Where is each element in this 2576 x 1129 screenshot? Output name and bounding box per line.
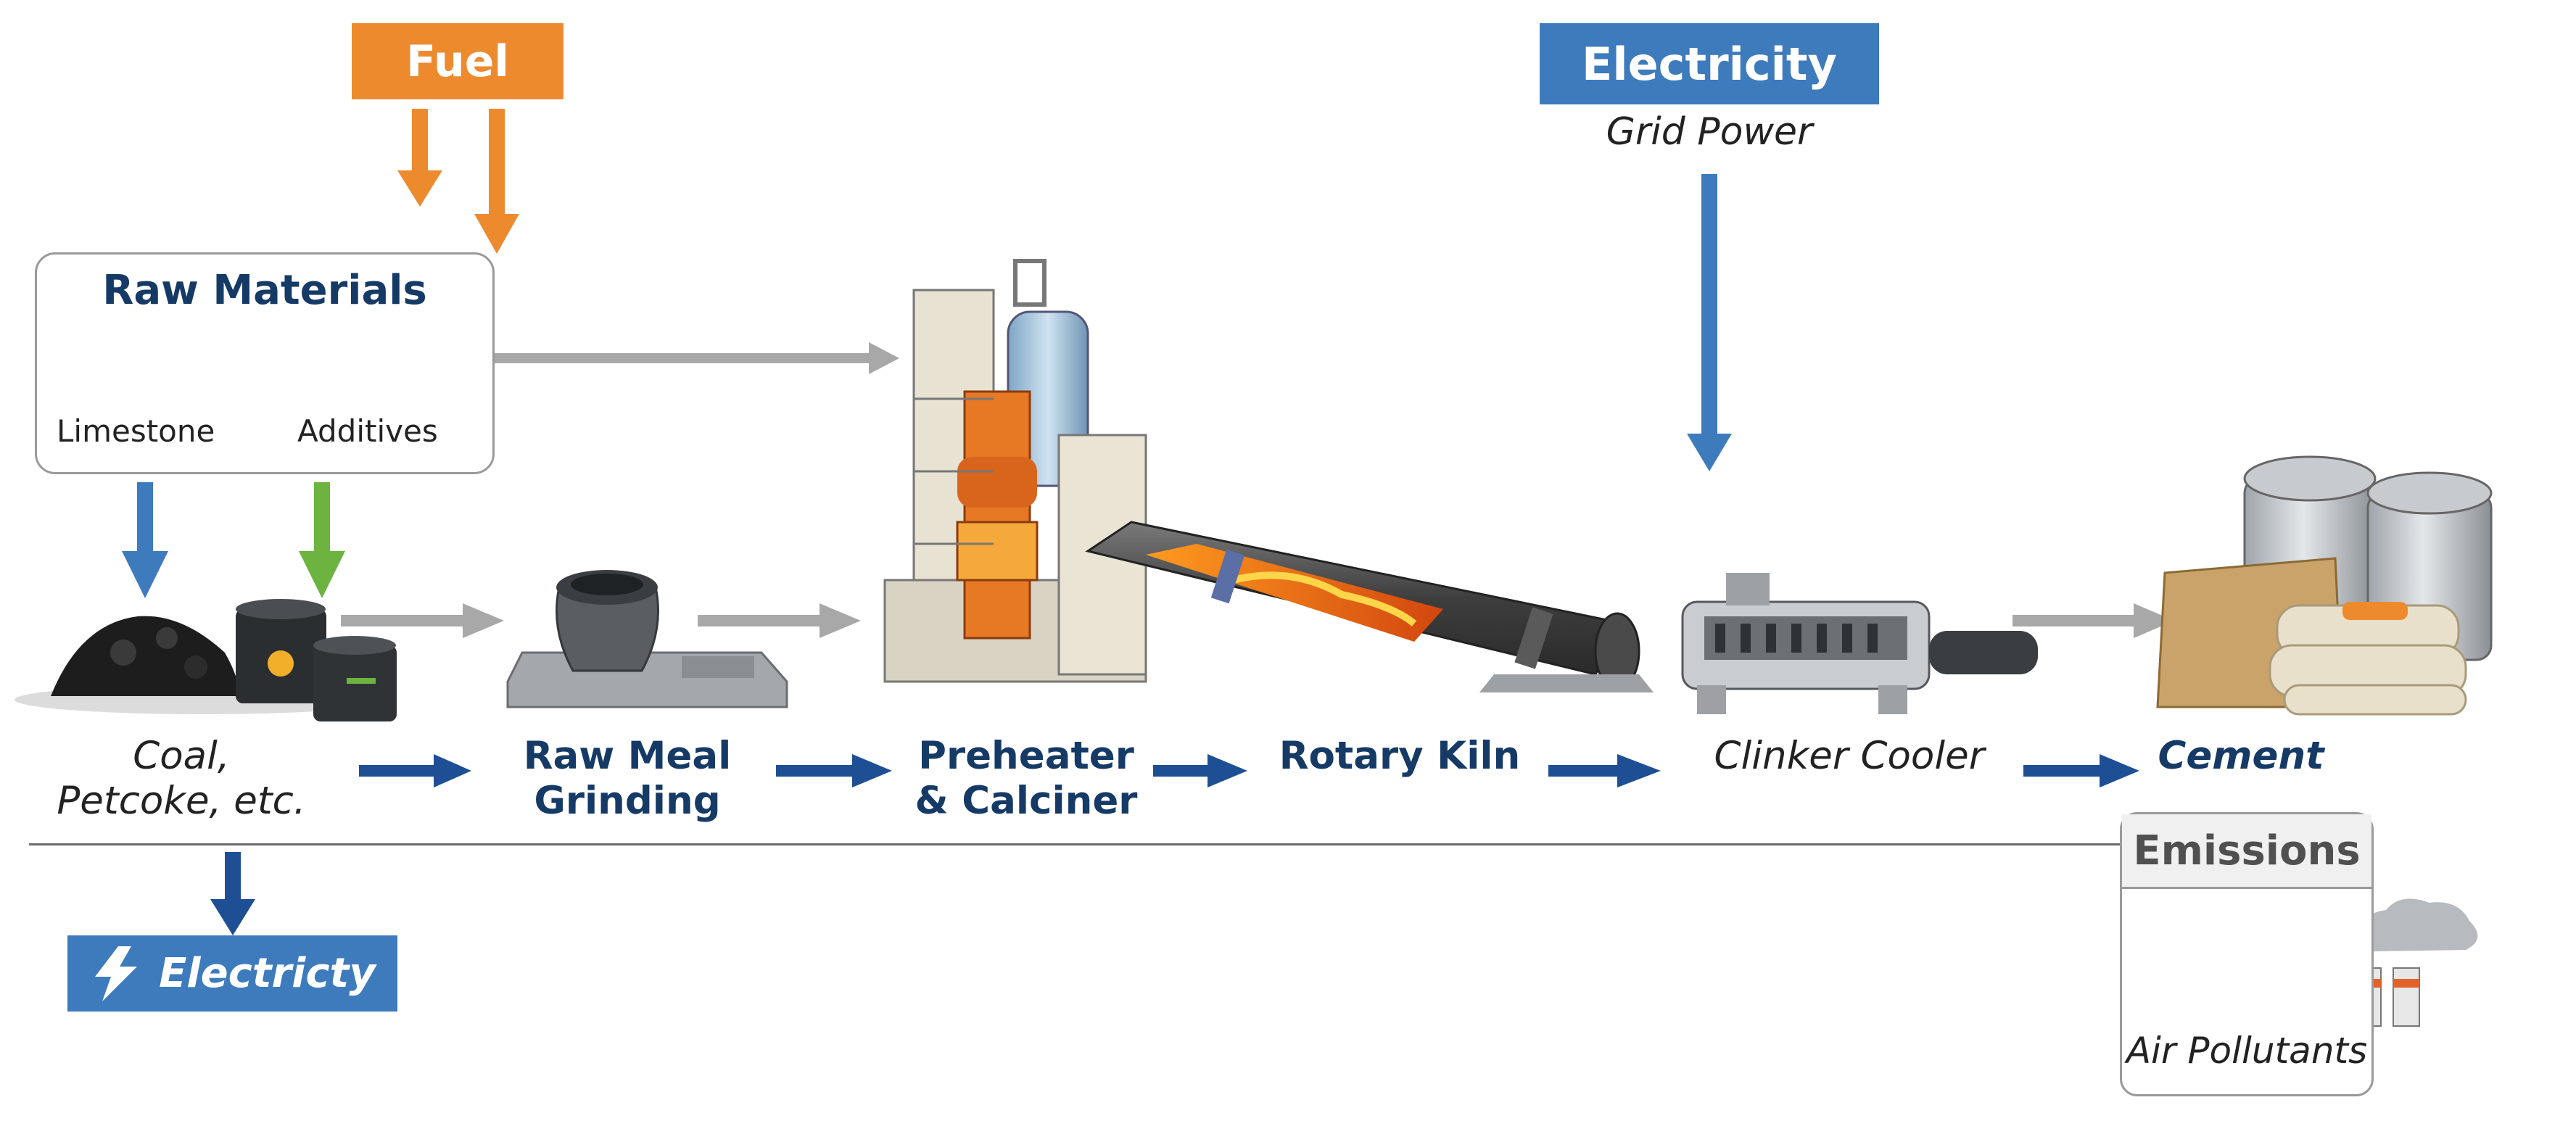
electricity-output-label: Electricty — [159, 950, 376, 997]
coal-barrels-illustration — [15, 599, 397, 721]
preheater-calciner-label: Preheater & Calciner — [870, 734, 1182, 824]
air-pollutants-label: Air Pollutants — [2126, 1030, 2368, 1072]
limestone-down-arrow — [122, 482, 168, 598]
bottom-electricity-arrow — [210, 852, 255, 935]
fuel-source-line2: Petcoke, etc. — [57, 779, 306, 823]
raw-materials-box — [35, 252, 495, 474]
electricity-input-box: Electricity — [1540, 23, 1879, 104]
co2-label: CO₂ — [2216, 939, 2295, 985]
electricity-arrow — [1687, 174, 1732, 471]
fuel-source-line1: Coal, — [133, 734, 230, 778]
clinker-cooler — [1681, 573, 2038, 714]
fuel-label: Fuel — [406, 36, 509, 87]
additives-label: Additives — [297, 413, 438, 449]
limestone-label: Limestone — [57, 413, 215, 449]
raw-to-preheater-arrow — [492, 342, 899, 374]
additives-down-arrow — [299, 482, 345, 598]
emissions-title: Emissions — [2122, 814, 2371, 889]
raw-meal-mill — [506, 570, 788, 708]
gray-process-arrows — [341, 603, 2174, 638]
fuel-input-box: Fuel — [352, 23, 564, 99]
fuel-arrows — [397, 109, 519, 254]
cement-silos-bags — [2156, 455, 2493, 716]
rotary-kiln — [1085, 521, 1654, 692]
fuel-source-label: Coal, Petcoke, etc. — [29, 734, 334, 824]
preheater-line2: & Calciner — [915, 779, 1138, 823]
rotary-kiln-label: Rotary Kiln — [1279, 734, 1521, 778]
grid-power-label: Grid Power — [1606, 110, 1813, 154]
preheater-tower — [883, 259, 1147, 683]
clinker-cooler-label: Clinker Cooler — [1714, 734, 1985, 778]
section-divider — [29, 843, 2125, 845]
cement-label: Cement — [2158, 734, 2324, 778]
preheater-line1: Preheater — [918, 734, 1134, 778]
blue-process-arrows — [359, 754, 2139, 787]
raw-meal-line2: Grinding — [534, 779, 721, 823]
lightning-bolt-icon — [95, 946, 138, 1001]
raw-meal-line1: Raw Meal — [523, 734, 732, 778]
raw-materials-title: Raw Materials — [102, 267, 427, 314]
electricity-output-box: Electricty — [67, 935, 397, 1012]
electricity-label: Electricity — [1582, 37, 1837, 91]
raw-meal-grinding-label: Raw Meal Grinding — [471, 734, 783, 824]
